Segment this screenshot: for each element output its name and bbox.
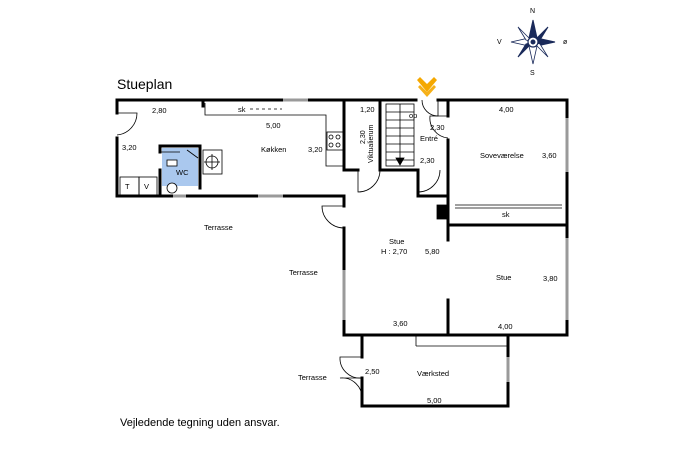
fixture-v: V xyxy=(144,182,149,191)
room-entre: Entré xyxy=(420,134,438,143)
room-sovevaerelse: Soveværelse xyxy=(480,151,524,160)
room-viktualierum: Viktualierum xyxy=(368,124,375,163)
plan-title: Stueplan xyxy=(117,76,172,92)
fixture-t: T xyxy=(125,182,130,191)
fixture-sk-bedroom: sk xyxy=(502,210,510,219)
dim-1-20: 1,20 xyxy=(360,105,375,114)
wc-fill xyxy=(162,148,198,186)
dim-3-60-bedroom: 3,60 xyxy=(542,151,557,160)
dim-2-50: 2,50 xyxy=(365,367,380,376)
dim-2-80: 2,80 xyxy=(152,106,167,115)
dim-5-00-bottom: 5,00 xyxy=(427,396,442,405)
windows xyxy=(173,98,569,382)
dim-5-00-kitchen: 5,00 xyxy=(266,121,281,130)
dim-4-00-top: 4,00 xyxy=(499,105,514,114)
terrasse-left: Terrasse xyxy=(204,223,233,232)
room-wc: WC xyxy=(176,168,189,177)
compass-west: V xyxy=(497,39,502,46)
room-vaerksted: Værksted xyxy=(417,369,449,378)
dim-3-80: 3,80 xyxy=(543,274,558,283)
compass-rose-icon xyxy=(510,19,556,65)
fixture-sk-kitchen: sk xyxy=(238,105,246,114)
dim-4-00-bottom: 4,00 xyxy=(498,322,513,331)
disclaimer-text: Vejledende tegning uden ansvar. xyxy=(120,417,280,429)
dim-2-30-viktualierum: 2,30 xyxy=(360,130,367,144)
fixture-op: op xyxy=(409,111,417,120)
walls xyxy=(115,98,569,408)
fixture-lines xyxy=(119,103,562,347)
room-stue-right: Stue xyxy=(496,273,511,282)
room-stue-center: Stue xyxy=(389,237,404,246)
terrasse-mid: Terrasse xyxy=(289,268,318,277)
entrance-arrow-icon xyxy=(417,77,437,97)
compass-south: S xyxy=(530,70,535,77)
dim-3-20-left: 3,20 xyxy=(122,143,137,152)
dim-3-60-bottom: 3,60 xyxy=(393,319,408,328)
dim-5-80: 5,80 xyxy=(425,247,440,256)
dim-2-30-entre-top: 2,30 xyxy=(430,123,445,132)
door-swings xyxy=(116,99,449,400)
terrasse-bottom: Terrasse xyxy=(298,373,327,382)
room-kokken: Køkken xyxy=(261,145,286,154)
dim-3-20-kitchen: 3,20 xyxy=(308,145,323,154)
compass-north: N xyxy=(530,8,535,15)
dim-2-30-entre-bottom: 2,30 xyxy=(420,156,435,165)
compass-east: ø xyxy=(563,39,568,46)
room-stue-height: H : 2,70 xyxy=(381,247,407,256)
